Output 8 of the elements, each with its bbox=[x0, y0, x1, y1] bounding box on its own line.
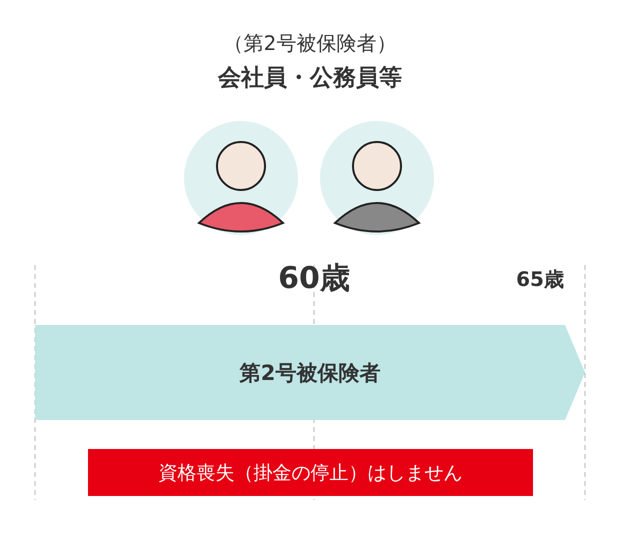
notice-text: 資格喪失（掛金の停止）はしません bbox=[158, 460, 462, 486]
band-label: 第2号被保険者 bbox=[240, 360, 380, 386]
notice-box bbox=[88, 449, 533, 496]
age-label: 60歳 bbox=[277, 260, 351, 298]
subtitle: （第2号被保険者） bbox=[222, 30, 398, 57]
title: 会社員・公務員等 bbox=[216, 64, 403, 93]
age-label: 65歳 bbox=[515, 266, 565, 293]
arrow-band bbox=[35, 325, 585, 420]
